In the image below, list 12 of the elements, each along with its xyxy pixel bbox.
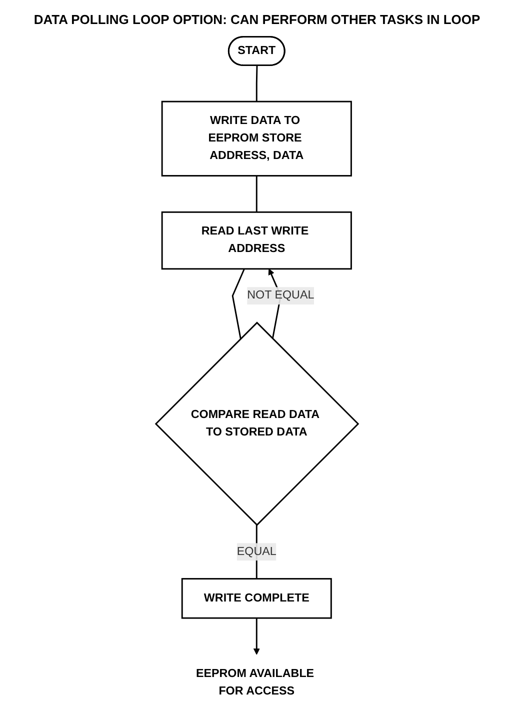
- connector: [232, 268, 245, 339]
- node-diamond: COMPARE READ DATA TO STORED DATA: [154, 322, 360, 526]
- connector: [256, 66, 258, 102]
- edge-label: EQUAL: [236, 545, 276, 558]
- arrow: [253, 618, 260, 655]
- node-text: EEPROM AVAILABLE FOR ACCESS: [196, 668, 314, 698]
- connector: [256, 176, 258, 212]
- note-text: DATA POLLING LOOP OPTION: CAN PERFORM OTHER TASKS IN LOOP: [34, 12, 480, 27]
- node-box: WRITE DATA TO EEPROM STORE ADDRESS, DATA: [161, 100, 352, 176]
- node-box: WRITE COMPLETE: [181, 578, 332, 619]
- edge-label: NOT EQUAL: [247, 289, 314, 302]
- node-box: READ LAST WRITE ADDRESS: [161, 211, 352, 270]
